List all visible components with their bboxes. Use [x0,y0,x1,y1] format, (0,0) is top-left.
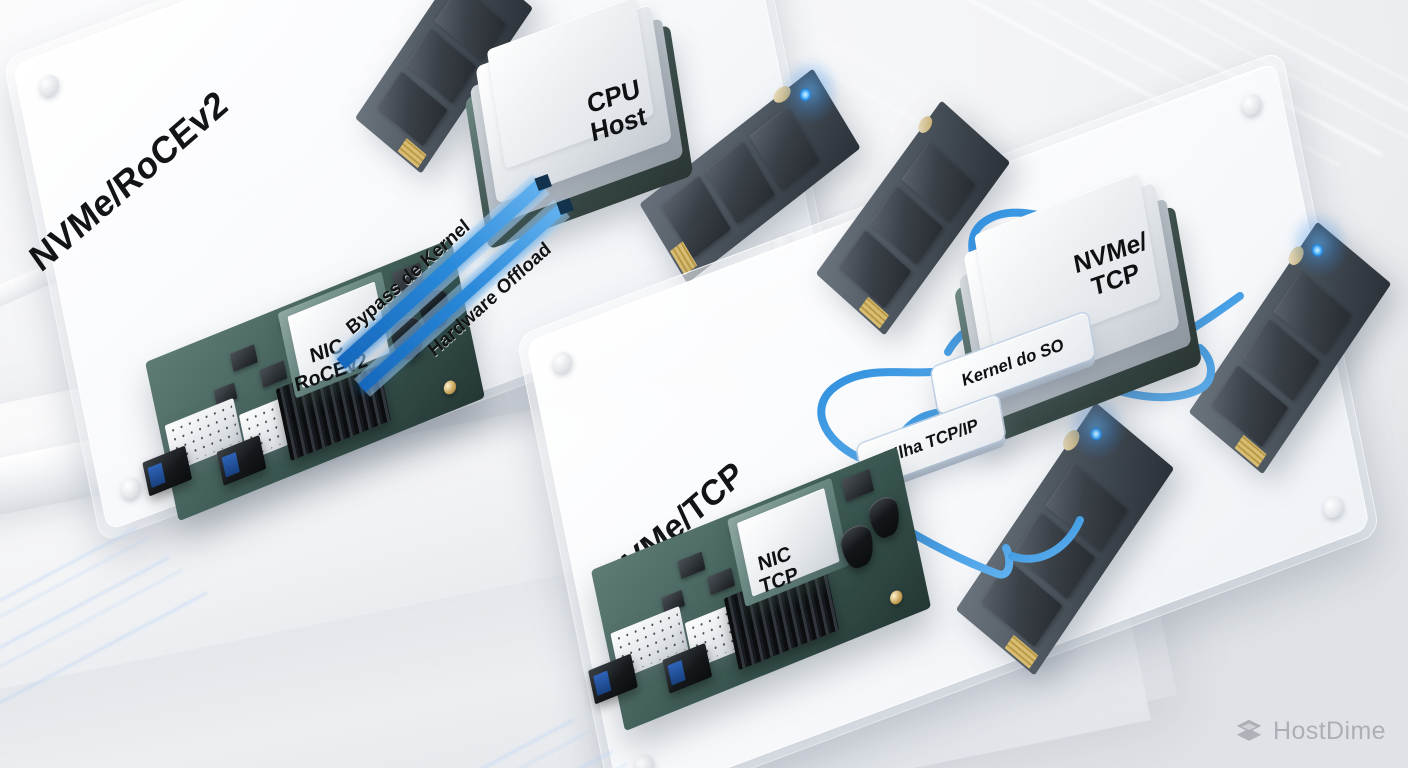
hostdime-layers-icon [1236,719,1262,741]
hostdime-wordmark: HostDime [1273,716,1386,745]
hostdime-logo: HostDime [1234,716,1386,746]
